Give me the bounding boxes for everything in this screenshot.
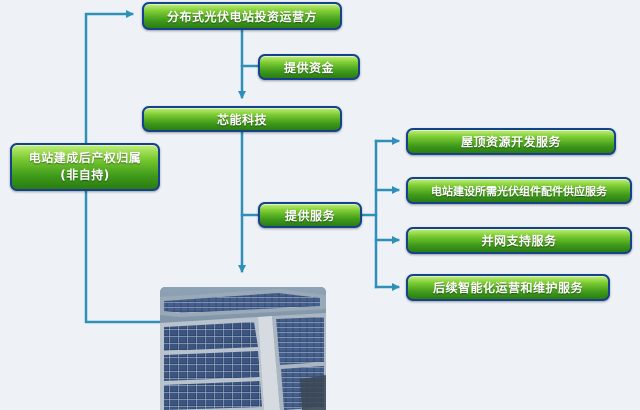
service-label: 后续智能化运营和维护服务 <box>432 281 583 295</box>
ownership-label-line2: (非自持) <box>60 168 110 182</box>
funding-box: 提供资金 <box>258 54 360 80</box>
provider-to-services-connector <box>240 130 260 217</box>
ownership-to-investor-connector <box>84 10 134 154</box>
ownership-box: 电站建成后产权归属 (非自持) <box>10 143 160 191</box>
service-label: 并网支持服务 <box>481 234 557 248</box>
provider-label: 芯能科技 <box>216 112 267 127</box>
service-item-component-supply: 电站建设所需光伏组件配件供应服务 <box>406 177 632 204</box>
services-hub-box: 提供服务 <box>258 202 362 228</box>
investor-operator-label: 分布式光伏电站投资运营方 <box>166 9 317 24</box>
funding-label: 提供资金 <box>283 60 334 75</box>
rooftop-solar-photo <box>160 287 326 410</box>
services-hub-label: 提供服务 <box>284 208 335 223</box>
ownership-label-line1: 电站建成后产权归属 <box>28 151 142 165</box>
ownership-to-photo-connector <box>84 186 162 324</box>
investor-operator-box: 分布式光伏电站投资运营方 <box>142 2 342 30</box>
service-item-grid-connection: 并网支持服务 <box>406 227 632 254</box>
service-label: 屋顶资源开发服务 <box>460 135 561 149</box>
service-label: 电站建设所需光伏组件配件供应服务 <box>431 184 607 198</box>
service-item-rooftop-development: 屋顶资源开发服务 <box>406 128 616 155</box>
provider-box: 芯能科技 <box>142 106 342 132</box>
investor-to-funding-connector <box>240 28 260 68</box>
service-item-operation-maintenance: 后续智能化运营和维护服务 <box>406 274 610 301</box>
solar-array-illustration <box>160 287 326 410</box>
